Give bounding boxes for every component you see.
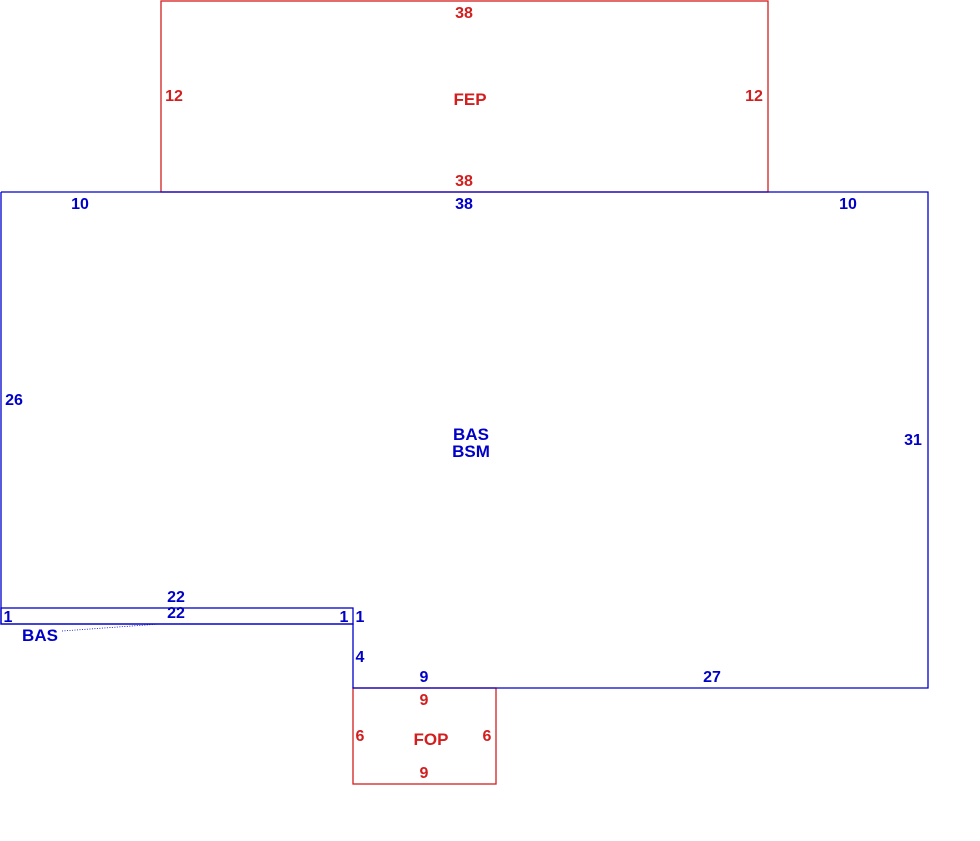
fop-area-label: FOP [414, 730, 449, 749]
bas-dim-top: 38 [455, 196, 473, 213]
bas-dim-top-left: 10 [71, 196, 89, 213]
bas-dim-bottom-right: 27 [703, 669, 721, 686]
fep-dim-right: 12 [745, 88, 763, 105]
fep-area-label: FEP [453, 90, 486, 109]
bas-dim-left: 26 [5, 392, 23, 409]
fep-section: 38 12 12 FEP 38 [160, 0, 769, 193]
fep-dim-bottom: 38 [455, 173, 473, 190]
bas-strip-leader-line [61, 623, 161, 632]
bas-area-label: BAS [453, 425, 489, 444]
bas-strip-dim-top: 22 [167, 589, 185, 606]
bas-dim-right: 31 [904, 432, 922, 449]
fop-dim-top: 9 [420, 692, 429, 709]
fop-dim-right: 6 [483, 728, 492, 745]
bas-strip-dim-bottom: 22 [167, 605, 185, 622]
fop-dim-bottom: 9 [420, 765, 429, 782]
bas-strip-dim-right: 1 [340, 609, 349, 626]
bas-strip-area-label: BAS [22, 626, 58, 645]
bas-dim-bottom-left: 9 [420, 669, 429, 686]
bas-dim-step-right: 1 [356, 609, 365, 626]
fop-dim-left: 6 [356, 728, 365, 745]
fep-dim-top: 38 [455, 5, 473, 22]
bas-strip-outline [0, 607, 354, 625]
bas-section: 10 38 10 26 31 BAS BSM 1 4 9 27 [0, 191, 929, 689]
bas-strip-section: 22 22 1 1 BAS [0, 589, 354, 645]
bas-dim-top-right: 10 [839, 196, 857, 213]
fep-dim-left: 12 [165, 88, 183, 105]
bas-dim-notch: 4 [356, 649, 365, 666]
bas-strip-dim-left: 1 [4, 609, 13, 626]
fop-section: 9 6 6 FOP 9 [352, 687, 497, 785]
bsm-area-label: BSM [452, 442, 490, 461]
